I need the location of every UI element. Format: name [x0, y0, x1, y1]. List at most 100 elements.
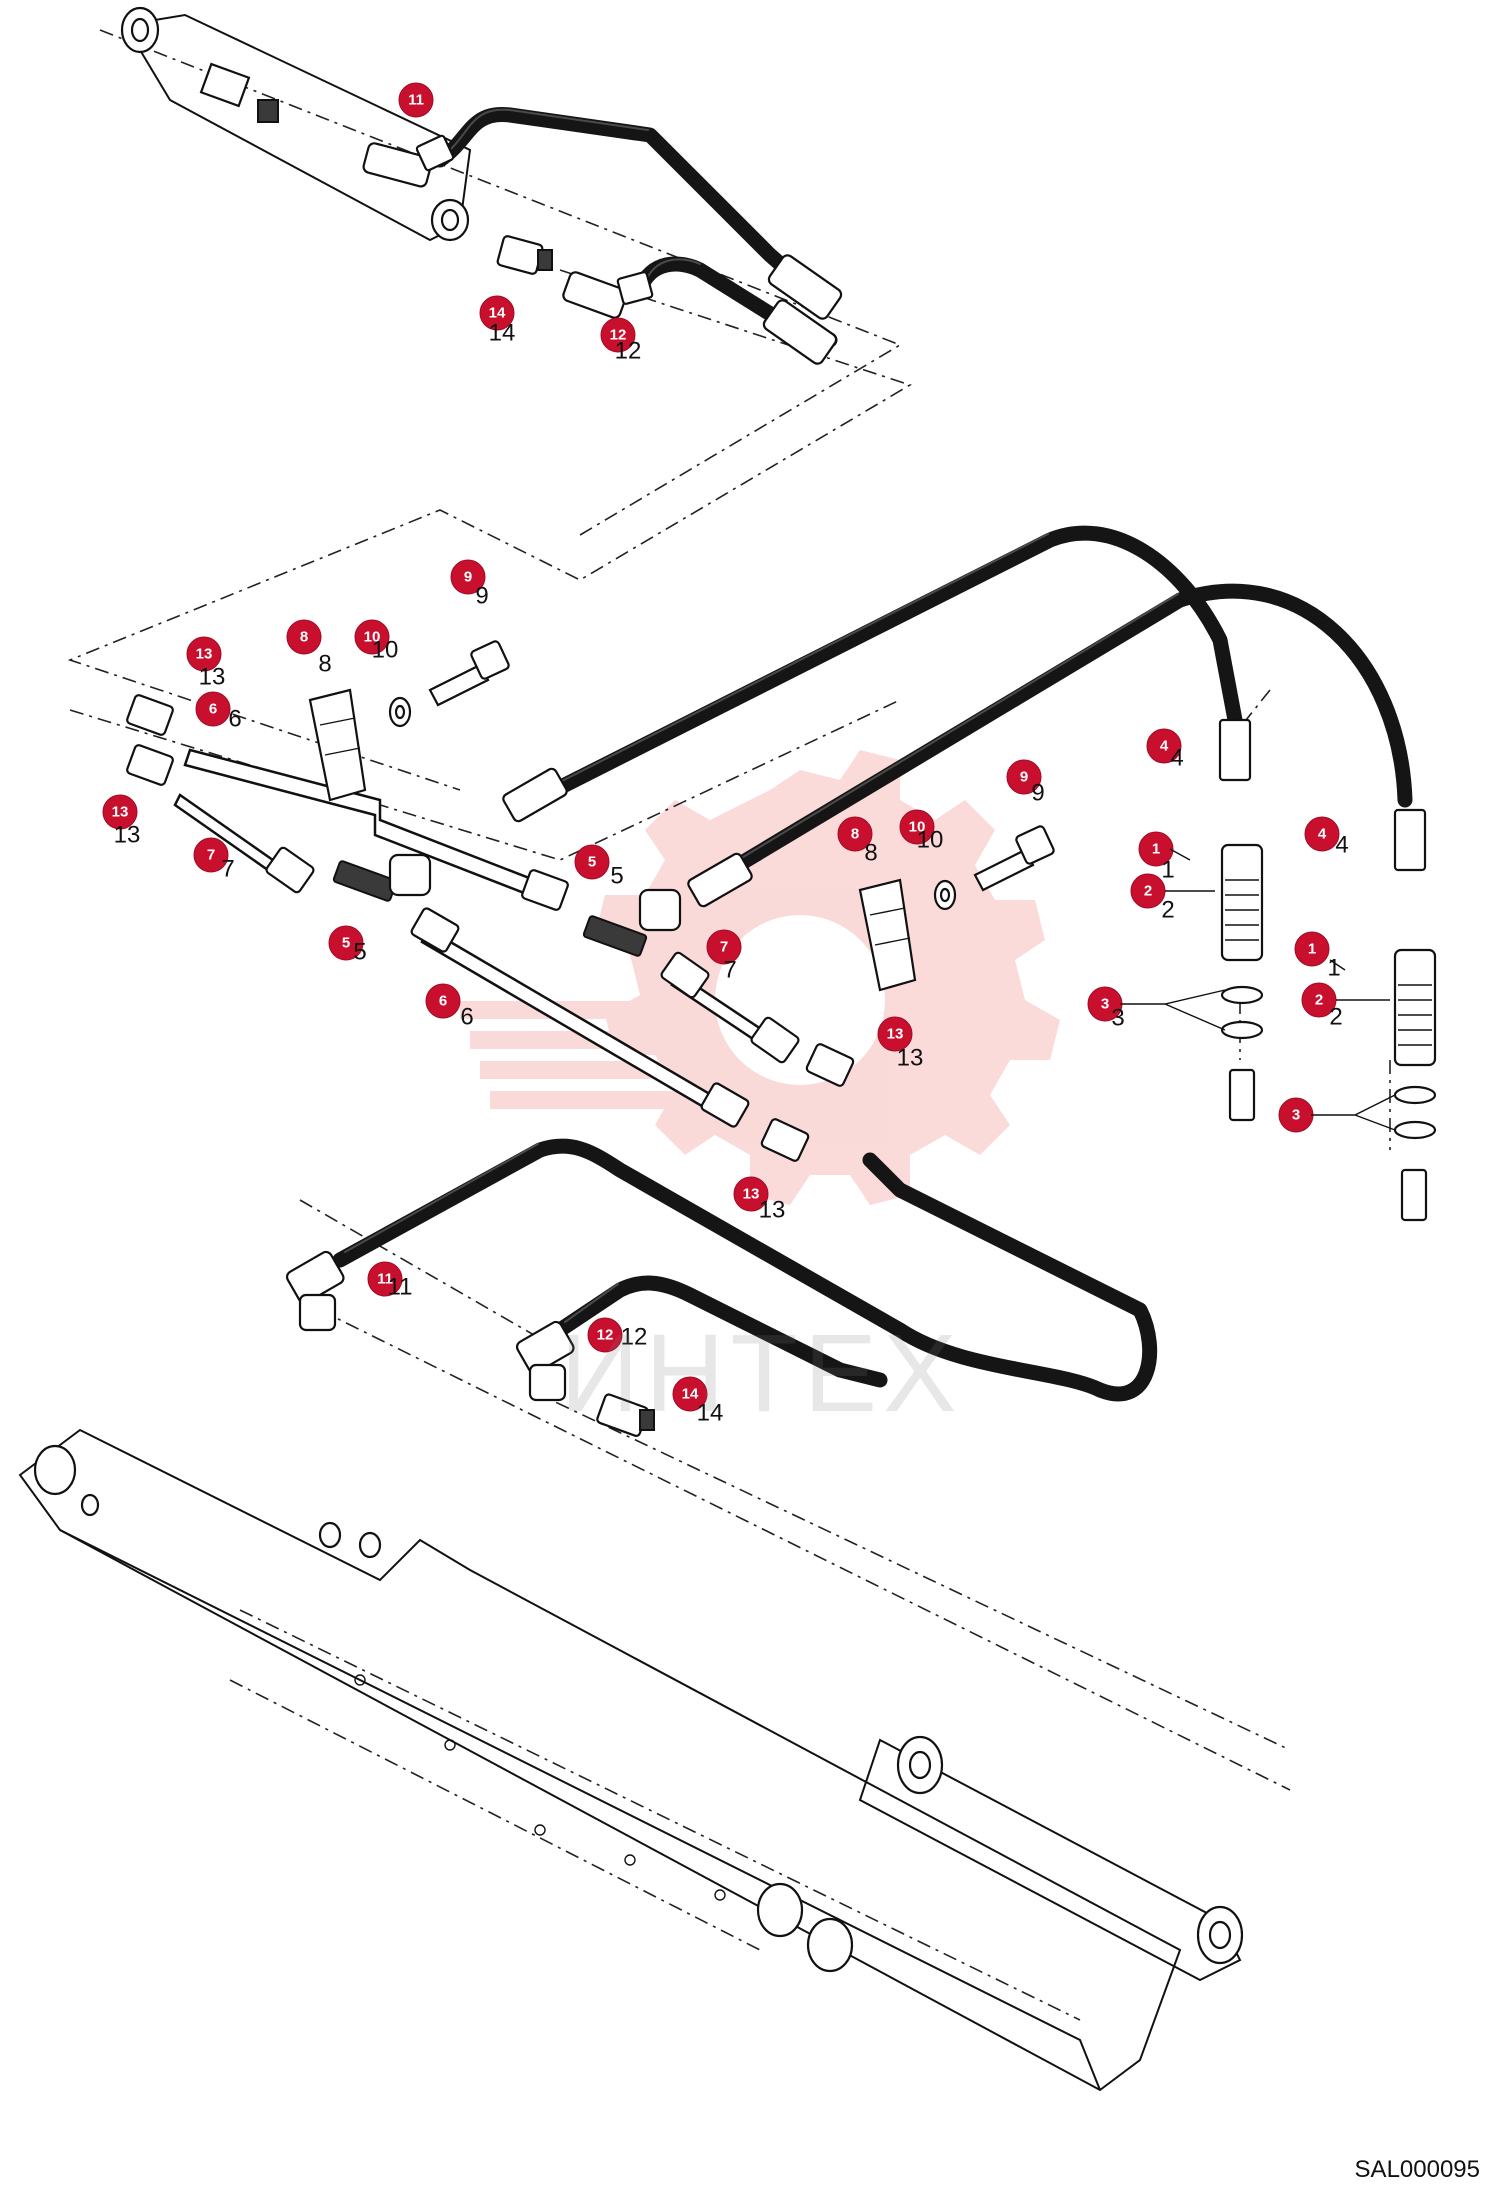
callout-5-right: 5	[574, 844, 610, 880]
washer-10-left	[388, 696, 412, 728]
bolt-9-left	[428, 640, 510, 707]
coupler-assembly-right	[1393, 808, 1437, 1222]
label-10-left: 10	[372, 637, 399, 664]
top-boom-assembly	[120, 6, 472, 242]
label-8-left: 8	[318, 651, 331, 678]
svg-text:6: 6	[209, 701, 217, 718]
rigid-tube-6-lower	[410, 907, 750, 1128]
watermark-gear-logo	[460, 750, 1060, 1205]
top-adapter-14	[496, 235, 553, 275]
svg-text:8: 8	[300, 629, 308, 646]
callout-7-upper: 7	[193, 837, 229, 873]
label-1-right: 1	[1327, 955, 1340, 982]
svg-text:13: 13	[196, 646, 213, 663]
elbow-fitting-5-right	[582, 888, 682, 957]
clamp-bracket-8-left	[308, 688, 367, 802]
callout-4-left: 4	[1146, 728, 1182, 764]
label-1-left: 1	[1161, 857, 1174, 884]
label-11-lower: 11	[388, 1274, 413, 1301]
svg-text:14: 14	[682, 1386, 699, 1403]
svg-text:2: 2	[1144, 883, 1152, 900]
long-hose-right	[687, 583, 1413, 908]
callout-11-top: 11	[398, 82, 434, 118]
svg-text:11: 11	[408, 92, 424, 109]
plain-part-labels: 14 12 9 8 10 13 6 13 7 5 5 6 9 8 10 7 13…	[114, 320, 1349, 1427]
callout-6-lower: 6	[425, 983, 461, 1019]
label-13-right-lower: 13	[759, 1197, 786, 1224]
callout-12-lower: 12	[587, 1317, 623, 1353]
label-14-top: 14	[489, 320, 516, 347]
svg-text:12: 12	[610, 327, 627, 344]
svg-text:7: 7	[720, 939, 728, 956]
svg-text:1: 1	[1308, 941, 1316, 958]
svg-text:5: 5	[342, 935, 350, 952]
label-14-lower: 14	[697, 1400, 724, 1427]
leader-lines-3	[1120, 848, 1396, 1131]
label-10-right: 10	[917, 827, 944, 854]
assembly-guide-lines	[67, 29, 1391, 1791]
label-2-right: 2	[1329, 1004, 1342, 1031]
svg-text:2: 2	[1315, 992, 1323, 1009]
rigid-tube-7-lower	[660, 951, 800, 1064]
label-7-lower: 7	[723, 957, 736, 984]
lower-hose-11	[285, 1138, 1158, 1402]
label-5-left: 5	[353, 939, 366, 966]
svg-text:14: 14	[489, 305, 506, 322]
callout-1-right: 1	[1294, 931, 1330, 967]
callout-2-left: 2	[1130, 873, 1166, 909]
clamp-bracket-8-right	[858, 878, 917, 992]
label-13-upper-left: 13	[199, 664, 226, 691]
svg-text:10: 10	[909, 819, 926, 836]
label-9-right: 9	[1031, 780, 1044, 807]
label-12-lower: 12	[621, 1324, 648, 1351]
callout-7-lower: 7	[706, 929, 742, 965]
label-9-left: 9	[475, 583, 488, 610]
label-13-lower-left: 13	[114, 822, 141, 849]
long-hose-left	[502, 525, 1243, 823]
coupler-assembly-left	[1218, 718, 1264, 1122]
svg-text:9: 9	[1020, 769, 1028, 786]
adapters-13-right	[760, 1043, 855, 1162]
svg-text:8: 8	[851, 826, 859, 843]
callout-4-right: 4	[1304, 816, 1340, 852]
lower-hose-12	[515, 1275, 888, 1402]
top-hose-12	[562, 256, 838, 365]
callout-14-top: 14	[479, 295, 515, 331]
callout-10-right: 10	[899, 809, 935, 845]
svg-text:4: 4	[1318, 826, 1327, 843]
callout-6-upper: 6	[195, 691, 231, 727]
label-3-left: 3	[1111, 1005, 1124, 1032]
callout-12-top: 12	[600, 317, 636, 353]
elbow-fitting-5-left	[332, 853, 432, 902]
label-5-right: 5	[610, 863, 623, 890]
callout-5-left: 5	[328, 925, 364, 961]
label-13-right-upper: 13	[897, 1045, 924, 1072]
callout-3-right: 3	[1278, 1097, 1314, 1133]
callout-11-lower: 11	[367, 1261, 403, 1297]
callout-13-lower-left: 13	[102, 794, 138, 830]
svg-text:3: 3	[1101, 996, 1109, 1013]
label-8-right: 8	[864, 840, 877, 867]
svg-text:10: 10	[364, 629, 381, 646]
rigid-tube-7-upper	[173, 793, 315, 894]
callout-10-left: 10	[354, 619, 390, 655]
callout-8-left: 8	[286, 619, 322, 655]
svg-text:4: 4	[1160, 738, 1169, 755]
rigid-tube-6-upper	[183, 748, 569, 911]
callout-13-upper-left: 13	[186, 636, 222, 672]
svg-text:5: 5	[588, 854, 596, 871]
callout-13-right-lower: 13	[733, 1176, 769, 1212]
callout-13-right-upper: 13	[877, 1016, 913, 1052]
svg-text:13: 13	[112, 804, 129, 821]
label-12-top: 12	[615, 338, 642, 365]
callout-9-left: 9	[450, 559, 486, 595]
svg-text:7: 7	[207, 847, 215, 864]
svg-text:3: 3	[1292, 1107, 1300, 1124]
svg-text:1: 1	[1152, 841, 1160, 858]
boom-frame	[18, 1428, 1244, 2092]
svg-text:6: 6	[439, 993, 447, 1010]
drawing-reference-code: SAL000095	[1354, 2156, 1480, 2183]
top-hose-11	[362, 106, 843, 320]
callout-14-lower: 14	[672, 1376, 708, 1412]
